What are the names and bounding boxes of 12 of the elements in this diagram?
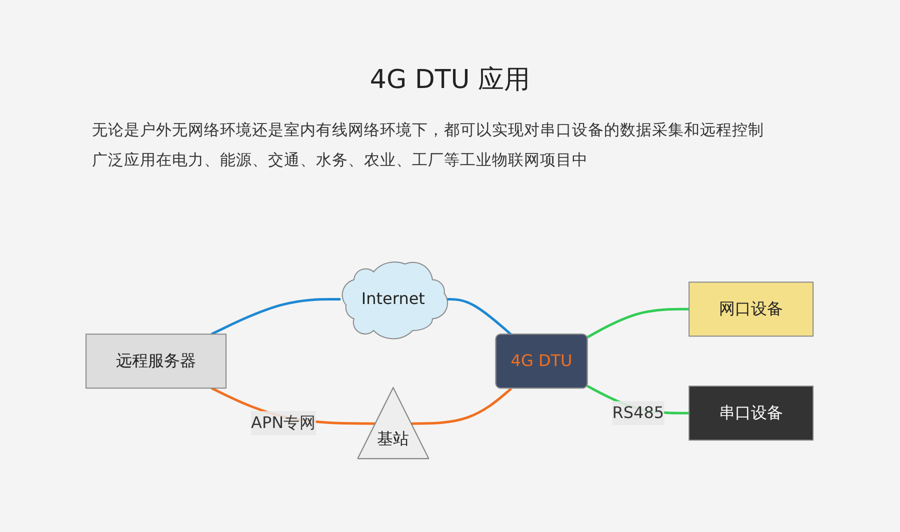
- edge-label: RS485: [612, 402, 665, 422]
- node-box: 远程服务器: [86, 333, 227, 388]
- connector: [211, 298, 342, 335]
- description-text: 广泛应用在电力、能源、交通、水务、农业、工厂等工业物联网项目中: [92, 150, 588, 171]
- connector: [412, 387, 512, 425]
- title: 4G DTU 应用: [368, 64, 532, 97]
- description-text: 无论是户外无网络环境还是室内有线网络环境下，都可以实现对串口设备的数据采集和远程控制: [92, 120, 764, 141]
- connector: [446, 298, 512, 336]
- edge-label: APN专网: [251, 412, 316, 432]
- node-box: 网口设备: [689, 281, 814, 336]
- node-box: 串口设备: [689, 385, 814, 440]
- connector: [587, 308, 690, 338]
